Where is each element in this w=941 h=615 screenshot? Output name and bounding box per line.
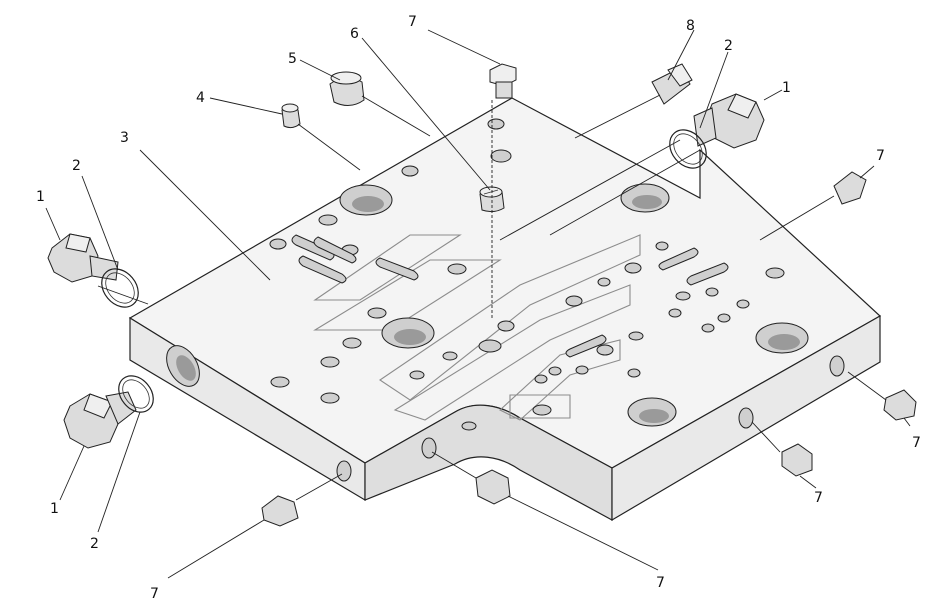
callout-2-left: 2 <box>72 158 81 174</box>
callout-7-bottom-right: 7 <box>814 490 823 506</box>
callout-labels: 7 8 2 1 6 5 4 3 2 1 7 7 7 7 7 1 2 <box>36 14 921 602</box>
hex-plug-7-far-right <box>883 389 917 421</box>
plug-5 <box>329 71 365 106</box>
hex-plug-bottom-left <box>63 391 137 449</box>
callout-7-right: 7 <box>876 148 885 164</box>
callout-5: 5 <box>288 51 297 67</box>
plug-8 <box>651 63 693 105</box>
callout-7-far-right: 7 <box>912 435 921 451</box>
hex-plug-left <box>47 233 119 283</box>
callout-1-top-right: 1 <box>782 80 791 96</box>
plate-holes <box>269 118 809 431</box>
callout-7-bottom-middle: 7 <box>656 575 665 591</box>
callout-2-top-right: 2 <box>724 38 733 54</box>
side-ports <box>166 345 845 482</box>
plug-4 <box>281 103 301 129</box>
callout-7-top: 7 <box>408 14 417 30</box>
hex-plug-7-right <box>833 171 867 205</box>
callout-8: 8 <box>686 18 695 34</box>
callout-3: 3 <box>120 130 129 146</box>
leader-lines <box>45 29 911 579</box>
hex-plug-top-right <box>693 93 765 149</box>
o-rings <box>101 129 707 413</box>
hex-plug-7-bottom-middle <box>475 469 511 505</box>
watermark-logo <box>313 234 641 421</box>
callout-6: 6 <box>350 26 359 42</box>
callout-1-bottom-left: 1 <box>50 501 59 517</box>
hex-plug-7-bottom-right <box>781 443 813 477</box>
hex-plug-7-bottom-left <box>261 495 299 527</box>
callout-1-left: 1 <box>36 189 45 205</box>
hex-plug-7-top <box>489 63 517 99</box>
callout-7-bottom-left: 7 <box>150 586 159 602</box>
callout-4: 4 <box>196 90 205 106</box>
callout-2-bottom-left: 2 <box>90 536 99 552</box>
